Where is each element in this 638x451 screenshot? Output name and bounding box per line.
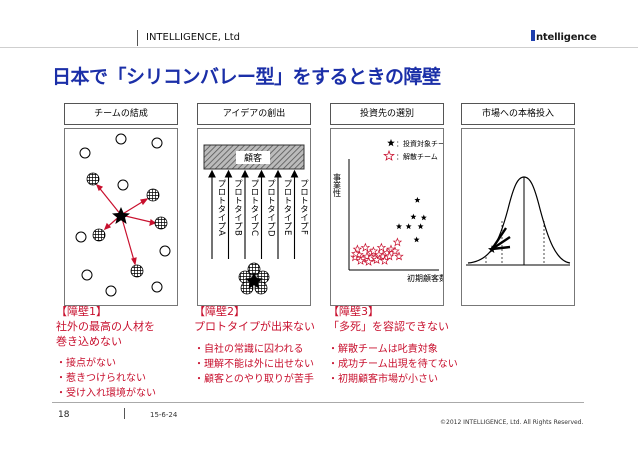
team-network-diagram: [75, 133, 171, 297]
page-number: 18: [58, 410, 70, 420]
dissolve-star-point-17: [363, 256, 374, 266]
footer-rule: [52, 402, 584, 403]
arrowhead-icon: [274, 169, 282, 178]
investment-selection-panel: 事業性 初期顧客数 ：投資対象チーム ：解散チーム: [330, 128, 452, 306]
copyright: ©2012 INTELLIGENCE, Ltd. All Rights Rese…: [440, 419, 584, 426]
team-star-icon: [245, 272, 263, 289]
tab-investment-selection: 投資先の選別: [330, 103, 444, 125]
dissolve-star-point-9: [386, 244, 396, 254]
dissolve-star-point-20: [394, 251, 404, 261]
invest-star-point-5: [413, 236, 420, 243]
bell-curve-diagram: [466, 176, 571, 266]
dissolve-star-point-10: [352, 244, 363, 254]
legend-label-invest: ：投資対象チーム: [396, 139, 443, 148]
logo-text: ntelligence: [536, 32, 597, 43]
arrowhead-icon: [290, 169, 299, 178]
prototype-diagram: 顧客 プロトタイプA プロトタイプB プロトタイプC プロトタイプD プロトタイプE プロ…: [203, 144, 309, 295]
wall-1-point-1: ・接点がない: [56, 358, 116, 369]
logo-mark-icon: [531, 30, 535, 41]
prototype-label-4: プロトタイプE: [282, 179, 292, 235]
invest-star-point-6: [420, 214, 427, 221]
prototype-label-3: プロトタイプD: [266, 179, 276, 237]
wall-2-point-2: ・理解不能は外に出せない: [194, 359, 314, 370]
wall-1-line-2: 巻き込めない: [56, 335, 122, 348]
intelligence-logo: ntelligence: [531, 30, 597, 43]
arrowhead-icon: [208, 169, 216, 178]
wall-3-line-1: 「多死」を容認できない: [328, 320, 449, 333]
invest-star-point-3: [417, 223, 424, 230]
prototype-label-1: プロトタイプB: [233, 179, 243, 236]
dissolve-star-point-6: [374, 249, 384, 259]
invest-star-point-4: [410, 213, 417, 220]
tab-idea-creation: アイデアの創出: [197, 103, 311, 125]
dissolve-star-point-22: [392, 237, 403, 247]
footer-divider: [124, 408, 125, 419]
wall-1-heading: 【障壁1】: [56, 305, 107, 318]
dissolve-star-point-16: [355, 255, 366, 265]
wall-3-point-1: ・解散チームは叱責対象: [328, 344, 438, 355]
wall-3-point-3: ・初期顧客市場が小さい: [328, 374, 438, 385]
prototype-label-2: プロトタイプC: [249, 179, 259, 236]
header-divider: [137, 30, 138, 46]
invest-star-point-0: [414, 196, 421, 203]
wall-3-heading: 【障壁3】: [328, 305, 379, 318]
wall-3-point-2: ・成功チーム出現を待てない: [328, 359, 458, 370]
customer-label: 顧客: [244, 152, 262, 164]
wall-1-point-3: ・受け入れ環境がない: [56, 388, 156, 399]
legend-black-star-icon: [387, 139, 395, 147]
team-formation-panel: [64, 128, 178, 306]
leader-star-icon: [112, 207, 130, 224]
prototype-label-5: プロトタイプF: [299, 179, 309, 235]
dissolve-star-point-13: [376, 242, 387, 252]
dissolve-star-point-19: [379, 255, 390, 265]
header-rule: [0, 47, 638, 48]
dissolve-star-point-18: [371, 255, 382, 265]
idea-creation-panel: 顧客 プロトタイプA プロトタイプB プロトタイプC プロトタイプD プロトタイプE プロ…: [197, 128, 311, 306]
dissolve-star-point-15: [390, 246, 400, 256]
slide-title: 日本で「シリコンバレー型」をするときの障壁: [52, 66, 441, 88]
tab-market-launch: 市場への本格投入: [461, 103, 575, 125]
legend-label-dissolve: ：解散チーム: [396, 152, 438, 161]
tab-team-formation: チームの結成: [64, 103, 178, 125]
x-axis-label: 初期顧客数: [407, 273, 443, 283]
wall-2-heading: 【障壁2】: [194, 305, 245, 318]
dissolve-star-point-21: [351, 248, 361, 258]
wall-1-line-1: 社外の最高の人材を: [56, 320, 155, 333]
invest-star-point-2: [405, 223, 412, 230]
market-launch-panel: [461, 128, 575, 306]
arrowhead-icon: [241, 169, 249, 178]
wall-2-point-1: ・自社の常識に囚われる: [194, 344, 304, 355]
header-bar: [0, 0, 638, 52]
legend-red-star-icon: [383, 149, 395, 161]
dissolve-star-point-12: [368, 246, 379, 256]
company-name: INTELLIGENCE, Ltd: [146, 32, 240, 43]
wall-1-point-2: ・惹きつけられない: [56, 373, 146, 384]
wall-2-line-1: プロトタイプが出来ない: [194, 320, 315, 333]
footer-date: 15-6-24: [150, 411, 178, 419]
prototype-label-0: プロトタイプA: [216, 179, 226, 236]
dissolve-star-point-11: [360, 242, 371, 252]
y-axis-label: 事業性: [333, 172, 342, 197]
invest-star-point-1: [396, 223, 402, 230]
arrowhead-icon: [257, 169, 266, 178]
wall-2-point-3: ・顧客とのやり取りが苦手: [194, 374, 314, 385]
dissolve-star-point-14: [384, 251, 395, 261]
investment-scatter-chart: 事業性 初期顧客数 ：投資対象チーム ：解散チーム: [333, 139, 452, 283]
bell-curve: [467, 176, 571, 264]
arrowhead-icon: [224, 169, 233, 178]
